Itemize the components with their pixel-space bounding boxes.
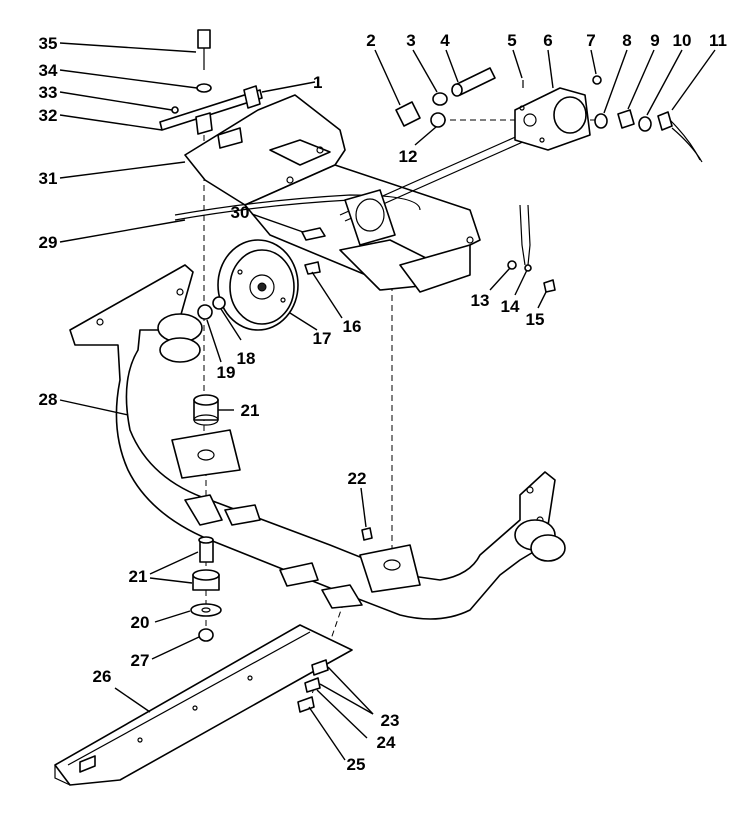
callout-13: 13 — [471, 291, 490, 310]
callout-20: 20 — [131, 613, 150, 632]
isolator-lower — [190, 536, 222, 642]
shaft-hub — [301, 134, 526, 275]
pulley — [217, 239, 299, 331]
callout-2: 2 — [366, 31, 375, 50]
wire-harness — [507, 204, 556, 293]
callout-31: 31 — [39, 169, 58, 188]
pump-body — [514, 87, 591, 151]
upper-bolt-stack — [159, 29, 263, 149]
callout-16: 16 — [343, 317, 362, 336]
callout-14: 14 — [501, 297, 520, 316]
leader-lines — [59, 42, 716, 761]
callout-3: 3 — [406, 31, 415, 50]
callout-4: 4 — [440, 31, 450, 50]
callout-labels: 1 2 3 4 5 6 7 8 9 10 11 12 13 14 15 16 1… — [39, 31, 727, 774]
callout-21-lower: 21 — [129, 567, 148, 586]
washer-18 — [212, 296, 226, 310]
callout-25: 25 — [347, 755, 366, 774]
callout-9: 9 — [650, 31, 659, 50]
callout-15: 15 — [526, 310, 545, 329]
callout-17: 17 — [313, 329, 332, 348]
callout-28: 28 — [39, 390, 58, 409]
callout-11: 11 — [709, 31, 727, 50]
callout-34: 34 — [39, 61, 58, 80]
callout-22: 22 — [348, 469, 367, 488]
main-frame — [69, 264, 566, 620]
callout-1: 1 — [313, 73, 322, 92]
callout-29: 29 — [39, 233, 58, 252]
callout-5: 5 — [507, 31, 516, 50]
drive-belt — [174, 194, 421, 221]
callout-32: 32 — [39, 106, 58, 125]
callout-26: 26 — [93, 667, 112, 686]
pump-fittings — [395, 67, 703, 163]
callout-35: 35 — [39, 34, 58, 53]
isolator-upper — [193, 394, 219, 426]
callout-7: 7 — [586, 31, 595, 50]
callout-8: 8 — [622, 31, 631, 50]
callout-12: 12 — [399, 147, 418, 166]
nut-19 — [197, 304, 213, 320]
callout-24: 24 — [377, 733, 396, 752]
callout-6: 6 — [543, 31, 552, 50]
callout-21-upper: 21 — [241, 401, 260, 420]
callout-19: 19 — [217, 363, 236, 382]
callout-10: 10 — [673, 31, 692, 50]
callout-33: 33 — [39, 83, 58, 102]
callout-18: 18 — [237, 349, 256, 368]
callout-30: 30 — [231, 203, 250, 222]
callout-23: 23 — [381, 711, 400, 730]
callout-27: 27 — [131, 651, 150, 670]
